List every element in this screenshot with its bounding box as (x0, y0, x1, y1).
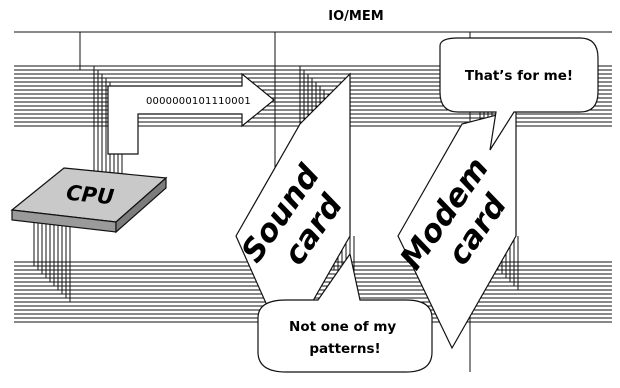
address-bits: 0000000101110001 (146, 96, 251, 107)
svg-text:Not one of my patterns!: Not one of my patterns! (289, 319, 401, 357)
diagram-title: IO/MEM (328, 9, 383, 24)
address-arrow: 0000000101110001 (107, 72, 275, 155)
cpu-data-taps (33, 222, 71, 302)
sound-speech-bubble: Not one of my patterns! (257, 252, 433, 373)
cpu-label: CPU (65, 181, 115, 210)
sound-bubble-line1: Not one of my (289, 319, 396, 335)
sound-bubble-line2: patterns! (309, 341, 380, 357)
modem-speech-bubble: That’s for me! (439, 37, 599, 151)
modem-bubble-text: That’s for me! (465, 68, 573, 84)
cpu-chip: CPU (10, 167, 168, 234)
